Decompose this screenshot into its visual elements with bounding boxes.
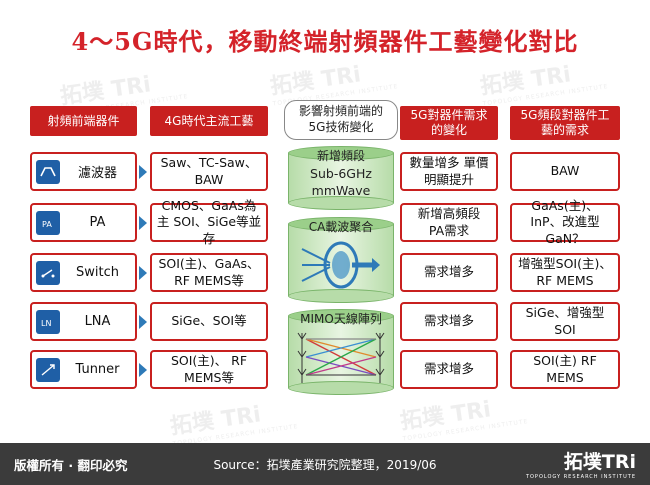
component-label: Switch [76,265,119,280]
svg-text:PA: PA [42,220,52,229]
tech4g-cell: SOI(主)、 RF MEMS等 [150,350,268,389]
arrow-right-icon [139,363,147,377]
footer: 版權所有 · 翻印必究 Source：拓墣產業研究院整理，2019/06 拓墣T… [0,443,650,485]
tech4g-cell: SiGe、SOI等 [150,302,268,341]
tech-change-carrier-aggregation: CA載波聚合 [288,217,394,303]
demand-cell: 需求增多 [400,350,498,389]
demand-cell: 數量增多 單價明顯提升 [400,152,498,191]
arrow-right-icon [139,315,147,329]
brand-logo: 拓墣TRi TOPOLOGY RESEARCH INSTITUTE [525,451,636,480]
arrow-right-icon [139,165,147,179]
tech4g-cell: Saw、TC-Saw、BAW [150,152,268,191]
component-switch: Switch [30,253,137,292]
demand-cell: 新增高頻段 PA需求 [400,203,498,242]
tech-change-detail: Sub-6GHz mmWave [310,166,372,198]
component-pa: PA PA [30,203,137,242]
process5g-cell: GaAs(主)、InP、改進型 GaN？ [510,198,620,246]
carrier-aggregation-illustration [301,241,380,289]
component-lna: LN LNA [30,302,137,341]
component-filter: 濾波器 [30,152,137,191]
arrow-right-icon [139,266,147,280]
header-4g-process: 4G時代主流工藝 [150,106,268,136]
tech-change-mimo: MIMO天線陣列 [288,309,394,395]
header-5g-demand: 5G對器件需求的變化 [400,106,498,140]
filter-icon [36,159,60,184]
tech-change-new-band: 新增頻段 Sub-6GHz mmWave [288,146,394,210]
copyright-notice: 版權所有 · 翻印必究 [14,458,128,473]
demand-cell: 需求增多 [400,253,498,292]
component-label: 濾波器 [77,166,117,181]
process5g-cell: SiGe、增強型SOI [510,302,620,341]
component-tuner: Tunner [30,350,137,389]
tech-change-label: MIMO天線陣列 [300,312,382,326]
component-label: PA [89,215,106,230]
arrow-right-icon [139,216,147,230]
source-note: Source：拓墣產業研究院整理，2019/06 [213,458,437,472]
tech4g-cell: CMOS、GaAs為主 SOI、SiGe等並存 [150,198,268,246]
component-label: LNA [84,314,111,329]
header-component: 射頻前端器件 [30,106,137,136]
mimo-antenna-array-illustration [297,332,385,383]
process5g-cell: 增強型SOI(主)、RF MEMS [510,253,620,292]
tech4g-cell: SOI(主)、GaAs、RF MEMS等 [150,253,268,292]
tuner-icon [36,357,60,382]
header-5g-process: 5G頻段對器件工藝的需求 [510,106,620,140]
process5g-cell: BAW [510,152,620,191]
tech-change-label: CA載波聚合 [308,220,374,234]
demand-cell: 需求增多 [400,302,498,341]
process5g-cell: SOI(主) RF MEMS [510,350,620,389]
component-label: Tunner [75,362,120,377]
page-title: 4～5G時代，移動終端射頻器件工藝變化對比 [71,27,579,56]
svg-text:LN: LN [41,319,51,328]
pa-icon: PA [36,210,60,235]
lna-icon: LN [36,309,60,334]
tech-change-label: 新增頻段 [316,149,365,163]
switch-icon [36,260,60,285]
header-5g-tech-change: 影響射頻前端的5G技術變化 [284,100,398,140]
